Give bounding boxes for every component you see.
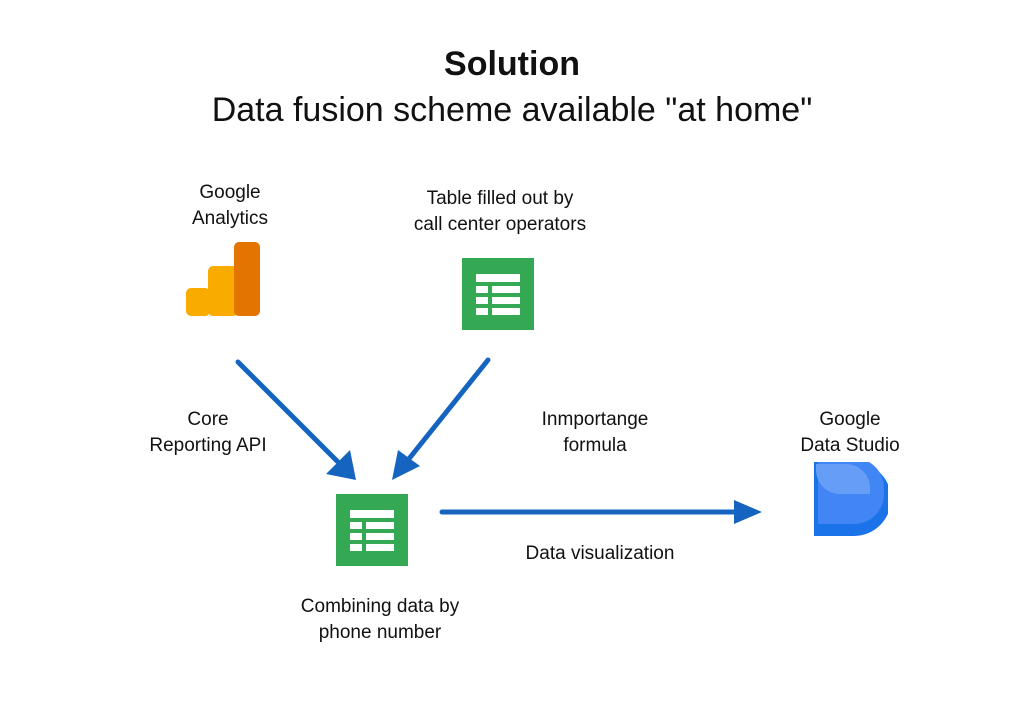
importance-formula-label-line1: Inmportange [541,409,649,430]
combined-spreadsheet-icon [336,494,408,566]
combined-table-label-line1: Combining data by [300,596,460,617]
data-studio-label-line1: Google [819,409,881,430]
data-visualization-label: Data visualization [525,543,675,564]
importance-formula-label-line2: formula [563,435,627,456]
combined-table-label-line2: phone number [318,622,442,643]
data-studio-label: Google Data Studio [770,407,930,459]
page-title: Solution [444,45,580,83]
core-reporting-api-label-line1: Core [187,409,229,430]
google-analytics-label: Google Analytics [160,180,300,232]
data-studio-label-line2: Data Studio [800,435,900,456]
call-center-table-label: Table filled out by call center operator… [380,186,620,238]
arrowhead-data-studio [734,500,762,524]
core-reporting-api-label: Core Reporting API [128,407,288,459]
call-center-table-label-line2: call center operators [413,214,587,235]
google-analytics-icon [186,242,260,316]
page-subtitle: Data fusion scheme available "at home" [211,91,813,129]
arrowhead-analytics [326,450,356,480]
arrow-analytics-to-combined [235,359,341,465]
google-analytics-label-line2: Analytics [191,208,269,229]
importance-formula-label: Inmportange formula [510,407,680,459]
call-center-spreadsheet-icon [462,258,534,330]
arrow-call-center-to-combined [405,357,491,463]
arrowhead-call-center [392,450,420,480]
call-center-table-label-line1: Table filled out by [426,188,574,209]
google-analytics-label-line1: Google [199,182,261,203]
combined-table-label: Combining data by phone number [270,594,490,646]
core-reporting-api-label-line2: Reporting API [149,435,267,456]
google-data-studio-icon [814,462,888,536]
